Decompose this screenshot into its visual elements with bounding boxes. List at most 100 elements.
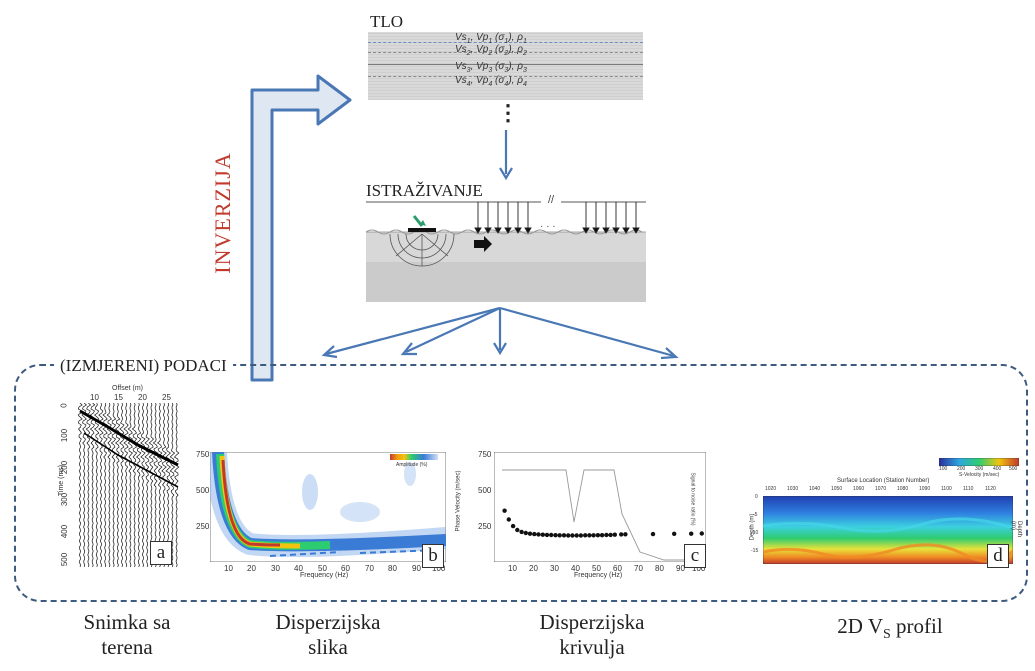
panel-c-y2-title: Signal to noise ratio (%): [689, 472, 696, 526]
colorbar-ticks: 100 200 300 400 500: [939, 466, 1023, 474]
dispersion-point: [583, 533, 588, 538]
dispersion-point: [699, 531, 704, 536]
panel-c: Phase Velocity (m/sec) 750 500 250 Signa…: [455, 446, 720, 579]
seismic-trace: [165, 403, 171, 567]
panel-d-tag: d: [987, 544, 1009, 568]
panel-b-legend-label: Amplitude (%): [396, 462, 428, 468]
dispersion-point: [623, 532, 628, 537]
panel-d-x-tick: 1090: [919, 486, 931, 492]
dispersion-point: [566, 533, 571, 538]
dispersion-point: [523, 530, 528, 536]
panel-c-x-tick: 40: [571, 564, 580, 573]
panel-b-tag: b: [422, 544, 444, 568]
panel-c-x-tick: 70: [634, 564, 643, 573]
seismic-trace: [131, 403, 138, 567]
seismic-trace: [85, 403, 92, 567]
seismic-trace: [94, 403, 100, 567]
panel-b: 750 500 250 Amplitude (%) 10 20 30 4: [196, 446, 451, 579]
soil-layer-1: Vs1, Vp1 (σ1), ρ1: [455, 32, 527, 45]
panel-b-y-tick: 750: [196, 450, 210, 459]
vs-profile-section: [763, 496, 1013, 564]
dispersion-point: [540, 532, 545, 537]
panel-c-tag: c: [684, 544, 706, 568]
panel-d-y-ticks: 0 -5 -10 -15: [751, 494, 761, 574]
dispersion-point: [574, 533, 579, 538]
panel-d-y-tick: -15: [751, 548, 759, 554]
seismic-trace: [81, 403, 87, 567]
fan-arrows: [321, 306, 679, 360]
soil-layer-4: Vs4, Vp4 (σ4), ρ4: [455, 75, 527, 88]
survey-diagram: [366, 201, 646, 302]
dispersion-point: [549, 532, 554, 538]
panel-d-y2-title: Depth (m): [1010, 521, 1022, 538]
panel-a: Offset (m) 10 15 20 25 Time (ms) 0 100 2…: [56, 385, 186, 570]
survey-dots: · · ·: [540, 221, 556, 232]
caption-dispersion-image: Disperzijska slika: [275, 610, 381, 659]
seismic-trace: [127, 403, 134, 567]
panel-a-y-tick: 200: [60, 460, 70, 475]
seismic-trace: [106, 403, 112, 567]
seismic-trace: [136, 403, 142, 567]
panel-a-x-tick: 10: [90, 393, 99, 402]
seismic-trace: [157, 403, 163, 567]
panel-a-y-tick: 0: [59, 403, 69, 408]
dispersion-point: [506, 517, 511, 522]
panel-d-x-tick: 1070: [875, 486, 887, 492]
panel-b-x-title: Frequency (Hz): [300, 572, 349, 579]
panel-c-x-tick: 100: [692, 564, 706, 573]
seismic-trace: [123, 403, 129, 567]
panel-a-x-tick: 15: [114, 393, 123, 402]
panel-a-x-title: Offset (m): [112, 385, 143, 392]
down-arrow: [499, 130, 513, 180]
dispersion-point: [591, 533, 596, 538]
inversion-arrow: [250, 74, 352, 382]
dispersion-point: [527, 531, 533, 536]
panel-b-x-tick: 40: [294, 564, 303, 573]
colorbar-tick: 500: [1009, 466, 1018, 472]
panel-a-x-tick: 25: [162, 393, 171, 402]
dispersion-point: [608, 532, 613, 538]
soil-ellipsis: ⋮: [497, 100, 519, 125]
panel-c-x-ticks: 10 20 30 40 50 60 70 80 90 100: [494, 564, 706, 574]
panel-b-x-tick: 60: [341, 564, 350, 573]
seismic-trace: [161, 403, 167, 567]
dispersion-curve-chart: [494, 452, 706, 562]
panel-b-y-tick: 250: [196, 522, 210, 531]
dispersion-point: [544, 532, 550, 538]
colorbar-tick: 100: [939, 466, 948, 472]
dispersion-point: [650, 531, 656, 537]
panel-d-x-tick: 1100: [941, 486, 952, 492]
survey-title: ISTRAŽIVANJE: [366, 181, 483, 200]
inversion-label: INVERZIJA: [210, 152, 235, 274]
panel-a-y-tick: 500: [60, 552, 70, 567]
panel-d-x-tick: 1020: [765, 486, 777, 492]
dispersion-point: [532, 531, 537, 537]
panel-b-x-tick: 100: [432, 564, 446, 573]
seismic-trace: [89, 403, 96, 567]
panel-c-x-tick: 10: [508, 564, 517, 573]
seismic-trace: [110, 403, 117, 567]
dispersion-image: [210, 452, 446, 562]
seismic-trace: [148, 403, 155, 567]
dispersion-point: [557, 533, 562, 538]
panel-b-x-tick: 50: [318, 564, 327, 573]
panel-a-y-tick: 300: [60, 492, 70, 507]
dispersion-point: [561, 533, 567, 538]
panel-d-x-tick: 1050: [831, 486, 843, 492]
panel-c-x-tick: 60: [613, 564, 622, 573]
panel-d-x-tick: 1110: [963, 486, 974, 492]
panel-b-x-tick: 10: [224, 564, 233, 573]
dispersion-point: [587, 533, 592, 538]
dispersion-point: [595, 533, 601, 538]
soil-title: TLO: [370, 12, 404, 31]
data-section-title: (IZMJERENI) PODACI: [54, 356, 233, 376]
panel-c-y-tick: 750: [478, 450, 492, 459]
panel-b-x-tick: 30: [271, 564, 280, 573]
survey-break-mark: //: [548, 194, 555, 206]
panel-b-x-tick: 70: [365, 564, 374, 573]
panel-a-tag: a: [150, 541, 172, 565]
dispersion-point: [612, 532, 617, 537]
seismic-trace: [140, 403, 146, 567]
colorbar-tick: 400: [993, 466, 1002, 472]
panel-c-y-title: Phase Velocity (m/sec): [455, 470, 462, 532]
